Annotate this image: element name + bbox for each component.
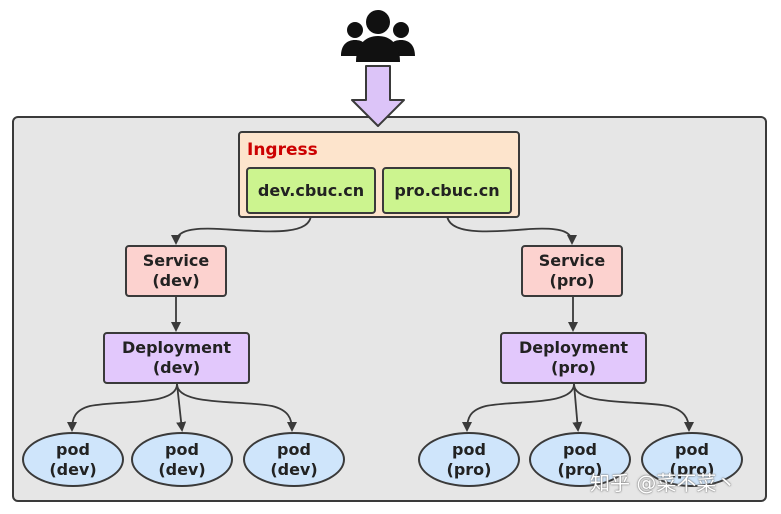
pod-dev-3: pod (dev) bbox=[243, 432, 345, 487]
service-dev-title: Service bbox=[142, 251, 210, 270]
pod-dev-1-env: (dev) bbox=[49, 459, 97, 479]
deployment-dev-title: Deployment bbox=[121, 338, 232, 357]
service-pro-env: (pro) bbox=[549, 271, 595, 290]
pod-pro-2: pod (pro) bbox=[529, 432, 631, 487]
deployment-pro: Deployment (pro) bbox=[500, 332, 647, 384]
pod-pro-1-env: (pro) bbox=[446, 459, 492, 479]
deployment-dev: Deployment (dev) bbox=[103, 332, 250, 384]
pod-pro-2-env: (pro) bbox=[557, 459, 603, 479]
service-pro-title: Service bbox=[538, 251, 606, 270]
service-pro: Service (pro) bbox=[521, 245, 623, 297]
host-dev: dev.cbuc.cn bbox=[246, 167, 376, 214]
link-host-dev-to-service bbox=[171, 213, 312, 245]
pod-pro-3-env: (pro) bbox=[669, 459, 715, 479]
link-pro-deployment-to-pod3 bbox=[573, 383, 694, 432]
watermark-text: 知乎 @菜不菜丶 bbox=[590, 471, 737, 495]
deployment-dev-env: (dev) bbox=[152, 358, 201, 377]
link-dev-deployment-to-pod3 bbox=[176, 383, 297, 432]
link-pro-deployment-to-pod1 bbox=[462, 383, 575, 432]
deployment-pro-env: (pro) bbox=[551, 358, 596, 377]
pod-pro-3: pod (pro) bbox=[641, 432, 743, 487]
cluster-container bbox=[12, 116, 767, 502]
pod-dev-2-env: (dev) bbox=[158, 459, 206, 479]
pod-dev-2: pod (dev) bbox=[131, 432, 233, 487]
pod-dev-3-title: pod bbox=[277, 439, 311, 459]
pod-dev-1: pod (dev) bbox=[22, 432, 124, 487]
host-dev-label: dev.cbuc.cn bbox=[257, 180, 365, 200]
deployment-pro-title: Deployment bbox=[518, 338, 629, 357]
link-dev-deployment-to-pod2 bbox=[176, 383, 187, 432]
service-dev: Service (dev) bbox=[125, 245, 227, 297]
pod-dev-2-title: pod bbox=[165, 439, 199, 459]
pod-dev-3-env: (dev) bbox=[270, 459, 318, 479]
link-pro-deployment-to-pod2 bbox=[572, 383, 583, 432]
pod-pro-2-title: pod bbox=[563, 439, 597, 459]
service-dev-env: (dev) bbox=[152, 271, 200, 290]
pod-pro-1: pod (pro) bbox=[418, 432, 520, 487]
link-host-pro-to-service bbox=[446, 213, 577, 245]
pod-dev-1-title: pod bbox=[56, 439, 90, 459]
host-pro: pro.cbuc.cn bbox=[382, 167, 512, 214]
pod-pro-1-title: pod bbox=[452, 439, 486, 459]
ingress-label: Ingress bbox=[247, 140, 318, 160]
link-dev-deployment-to-pod1 bbox=[67, 383, 178, 432]
pod-pro-3-title: pod bbox=[675, 439, 709, 459]
down-arrow-icon bbox=[351, 65, 405, 127]
users-group-icon bbox=[341, 10, 415, 62]
host-pro-label: pro.cbuc.cn bbox=[394, 180, 500, 200]
